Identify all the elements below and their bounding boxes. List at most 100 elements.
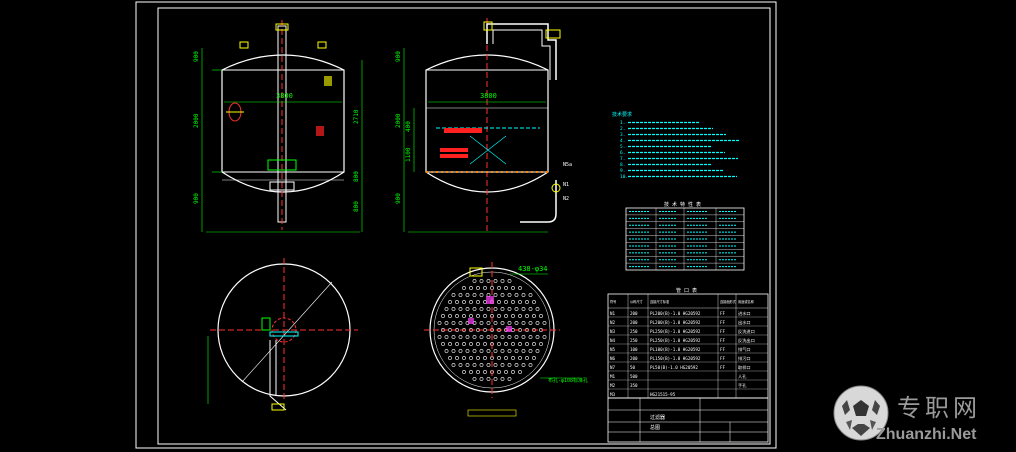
side-nozzle-n5a: N5a xyxy=(563,162,572,168)
soccer-ball-icon xyxy=(833,385,889,441)
plate-hole xyxy=(462,300,466,304)
plate-hole xyxy=(497,356,501,360)
plate-hole xyxy=(504,286,508,290)
plate-hole xyxy=(535,321,540,325)
plate-hole xyxy=(462,370,466,374)
nozzle-cell: FF xyxy=(720,347,726,352)
plate-hole xyxy=(518,342,522,346)
plate-hole xyxy=(472,335,477,339)
plate-hole xyxy=(479,293,484,297)
plate-hole xyxy=(469,370,473,374)
plate-hole xyxy=(518,286,522,290)
plate-hole xyxy=(514,335,519,339)
plate-hole xyxy=(458,349,463,353)
note-line: 10. xyxy=(620,174,628,180)
plate-hole xyxy=(448,300,452,304)
plate-hole xyxy=(444,335,449,339)
plate-hole xyxy=(511,342,515,346)
plate-hole xyxy=(497,314,501,318)
nozzle-cell: FF xyxy=(720,311,726,316)
plate-hole xyxy=(514,349,519,353)
plate-hole xyxy=(465,335,470,339)
plate-hole xyxy=(458,335,463,339)
side-inner-dim-2: 1100 xyxy=(405,147,412,162)
plate-hole xyxy=(483,370,487,374)
plate-hole xyxy=(465,307,470,311)
nozzle-cell: FF xyxy=(720,320,726,325)
note-line: 9. xyxy=(620,168,625,174)
plate-hole xyxy=(448,342,452,346)
plate-hole xyxy=(511,356,515,360)
plate-hole xyxy=(455,356,459,360)
nozzle-cell: 反洗出口 xyxy=(738,337,755,344)
nozzle-cell: PL200(B)-1.0 HG20592 xyxy=(650,320,701,325)
plate-hole xyxy=(451,293,456,297)
nozzle-cell: N3 xyxy=(610,329,616,334)
plate-hole xyxy=(455,314,459,318)
front-right-dim-3: 800 xyxy=(353,201,360,212)
plate-hole xyxy=(458,363,463,367)
plate-hole xyxy=(472,293,477,297)
plate-hole xyxy=(514,321,519,325)
nozzle-cell: 进水口 xyxy=(738,310,751,317)
plate-hole xyxy=(511,286,515,290)
plate-hole xyxy=(486,363,491,367)
plate-hole xyxy=(535,349,540,353)
plate-hole xyxy=(448,314,452,318)
note-line: 1. xyxy=(620,120,625,126)
plate-hole xyxy=(493,321,498,325)
nozzle-cell: 250 xyxy=(630,338,638,343)
front-dim-bottom: 900 xyxy=(193,193,200,204)
note-line: 6. xyxy=(620,150,625,156)
plate-hole xyxy=(514,363,519,367)
nozzle-header: 连接尺寸标准 xyxy=(650,299,670,304)
plate-hole xyxy=(542,321,547,325)
nozzle-header: 连接面形式 xyxy=(720,299,737,304)
plate-hole xyxy=(504,370,508,374)
plate-hole xyxy=(462,342,466,346)
plate-hole-label: 438-φ34 xyxy=(518,265,548,273)
plate-hole xyxy=(483,286,487,290)
plate-hole xyxy=(469,356,473,360)
plate-hole xyxy=(500,363,505,367)
plate-hole xyxy=(504,314,508,318)
nozzle-cell: PL200(B)-1.0 HG20592 xyxy=(650,311,701,316)
plate-hole xyxy=(507,335,512,339)
plate-hole xyxy=(500,307,505,311)
plate-hole xyxy=(476,300,480,304)
plate-hole xyxy=(483,314,487,318)
plate-hole xyxy=(458,293,463,297)
plate-hole xyxy=(500,349,505,353)
plate-hole xyxy=(472,279,477,283)
plate-hole xyxy=(479,363,484,367)
nozzle-cell: FF xyxy=(720,356,726,361)
plate-hole xyxy=(441,342,445,346)
plate-hole xyxy=(476,286,480,290)
plate-hole xyxy=(493,279,498,283)
plate-hole xyxy=(518,314,522,318)
plate-hole xyxy=(476,314,480,318)
nozzle-cell: 200 xyxy=(630,311,638,316)
plate-hole xyxy=(532,314,536,318)
plate-hole xyxy=(458,321,463,325)
plate-hole xyxy=(479,349,484,353)
side-inner-dim-1: 400 xyxy=(405,121,412,132)
nozzle-cell: 350 xyxy=(630,383,638,388)
plate-hole xyxy=(483,342,487,346)
nozzle-cell: PL100(B)-1.0 HG20592 xyxy=(650,347,701,352)
outer-frame xyxy=(135,1,777,449)
nozzle-cell: FF xyxy=(720,338,726,343)
nozzle-cell: 50 xyxy=(630,365,636,370)
plate-hole xyxy=(507,363,512,367)
plate-hole xyxy=(479,279,484,283)
nozzle-cell: PL150(B)-1.0 HG20592 xyxy=(650,356,701,361)
watermark-cn: 专职网 xyxy=(897,394,981,422)
nozzle-cell: 200 xyxy=(630,356,638,361)
plate-hole xyxy=(455,300,459,304)
plate-hole xyxy=(476,356,480,360)
plate-hole xyxy=(497,300,501,304)
plate-hole xyxy=(472,307,477,311)
plate-hole xyxy=(493,349,498,353)
plate-hole xyxy=(507,321,512,325)
